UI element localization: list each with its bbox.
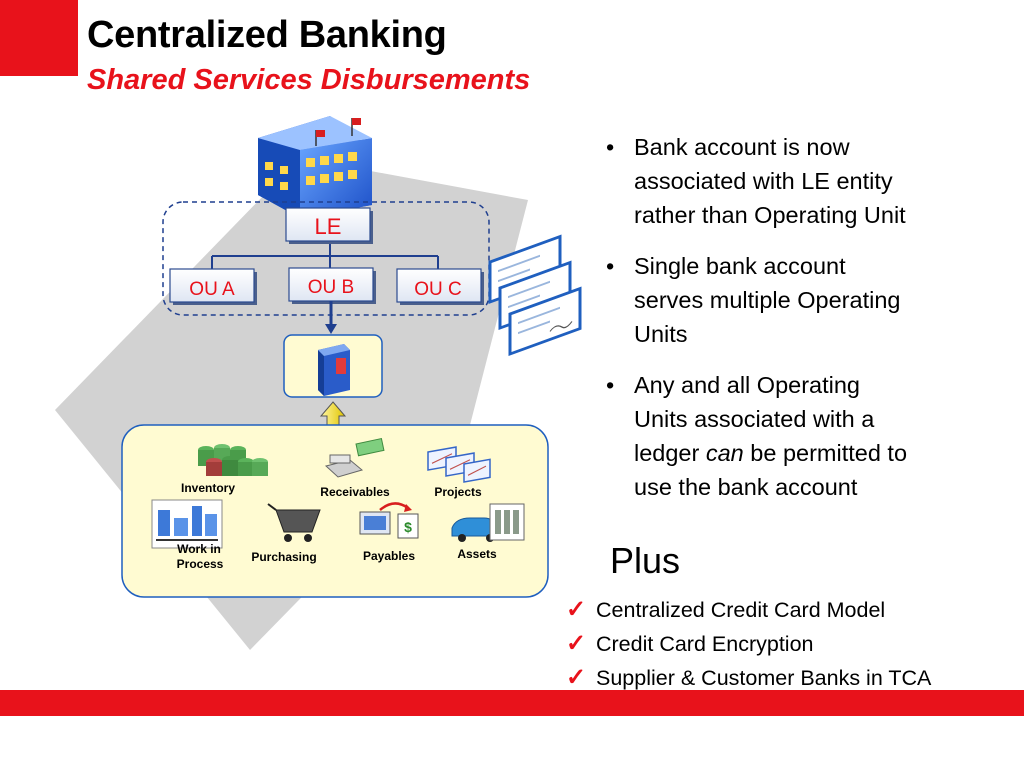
plus-checklist: ✓Centralized Credit Card Model ✓Credit C… (566, 593, 931, 695)
module-label-purchasing: Purchasing (251, 550, 316, 564)
footer-bar (0, 690, 1024, 716)
le-node: LE (285, 207, 373, 244)
module-label-assets: Assets (457, 547, 497, 561)
bullet-list: Bank account is now associated with LE e… (604, 130, 1004, 521)
ledger-book-icon (318, 344, 350, 396)
bullet-item: Single bank account serves multiple Oper… (604, 249, 1004, 351)
module-label-inventory: Inventory (181, 481, 235, 495)
checklist-item: ✓Supplier & Customer Banks in TCA (566, 661, 931, 695)
ou-label-b: OU B (308, 277, 354, 298)
ledger-node (283, 334, 383, 398)
page-title: Centralized Banking (87, 14, 447, 56)
inventory-icon (198, 444, 268, 476)
le-group-boundary (162, 201, 490, 316)
org-connectors (211, 244, 439, 270)
purchasing-icon (267, 503, 321, 542)
checklist-item: ✓Credit Card Encryption (566, 627, 931, 661)
down-arrow (325, 301, 337, 334)
bullet-item: Any and all Operating Units associated w… (604, 368, 1004, 504)
ou-node-a: OU A (169, 268, 257, 305)
bank-building-icon (258, 116, 372, 218)
ou-label-a: OU A (189, 279, 235, 300)
module-label-receivables: Receivables (320, 485, 390, 499)
dollar-icon: $ (404, 519, 412, 535)
ou-label-c: OU C (414, 279, 462, 300)
checks-stack-icon (488, 234, 582, 357)
receivables-icon (324, 438, 385, 478)
module-label-projects: Projects (434, 485, 482, 499)
bullet-item: Bank account is now associated with LE e… (604, 130, 1004, 232)
le-label: LE (315, 214, 342, 239)
module-label-payables: Payables (363, 549, 415, 563)
checkmark-icon: ✓ (566, 596, 587, 623)
ou-node-b: OU B (288, 267, 376, 304)
work-in-process-icon (151, 499, 223, 549)
module-label-wip-line1: Work in (177, 542, 221, 556)
page-subtitle: Shared Services Disbursements (87, 64, 531, 96)
assets-icon (451, 503, 525, 542)
plus-heading: Plus (610, 540, 681, 581)
corner-accent (0, 0, 78, 76)
module-label-wip-line2: Process (177, 557, 224, 571)
checklist-item: ✓Centralized Credit Card Model (566, 593, 931, 627)
checkmark-icon: ✓ (566, 630, 587, 657)
payables-icon: $ (359, 502, 419, 539)
projects-icon (427, 446, 491, 483)
checkmark-icon: ✓ (566, 664, 587, 691)
ou-node-c: OU C (396, 268, 484, 305)
